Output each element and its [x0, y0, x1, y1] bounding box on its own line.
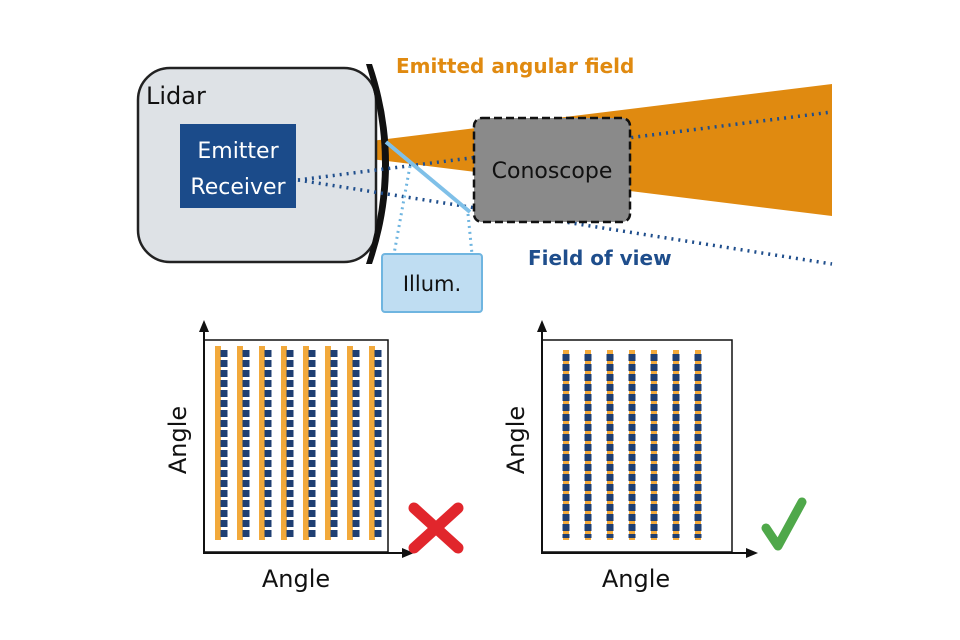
- field-of-view-label: Field of view: [528, 246, 672, 270]
- illum-box: [381, 253, 483, 313]
- illum-line-right: [466, 213, 474, 255]
- right-plot-x-arrow: [746, 548, 758, 558]
- green-check-icon: [761, 497, 807, 551]
- left-plot-columns: [215, 346, 382, 540]
- right-plot-columns: [562, 350, 702, 540]
- right-plot-ylabel: Angle: [502, 406, 530, 474]
- right-plot-y-arrow: [537, 320, 547, 332]
- conoscope-label: Conoscope: [492, 159, 613, 184]
- red-x-icon: [408, 502, 464, 554]
- left-plot-emitted-column: [281, 346, 287, 540]
- left-plot-emitted-column: [237, 346, 243, 540]
- beam-splitter: [384, 140, 472, 214]
- emitter-receiver-box: [180, 124, 296, 208]
- fov-line-upper: [297, 110, 833, 182]
- right-plot-frame: [541, 339, 733, 553]
- conoscope-box: [472, 116, 632, 224]
- left-plot-emitted-column: [259, 346, 265, 540]
- left-plot-emitted-column: [369, 346, 375, 540]
- left-plot-emitted-column: [347, 346, 353, 540]
- left-plot-emitted-column: [303, 346, 309, 540]
- left-plot-y-arrow: [199, 320, 209, 332]
- left-plot: Angle Angle: [164, 320, 414, 593]
- illum-line-left: [392, 165, 412, 255]
- illum-label: Illum.: [403, 272, 461, 296]
- left-plot-ylabel: Angle: [164, 406, 192, 474]
- left-plot-xlabel: Angle: [262, 565, 330, 593]
- receiver-label: Receiver: [190, 175, 286, 200]
- emitted-field-label: Emitted angular field: [396, 54, 634, 78]
- lidar-lens: [366, 64, 389, 264]
- right-plot-xlabel: Angle: [602, 565, 670, 593]
- left-plot-frame: [203, 339, 389, 553]
- lidar-label: Lidar: [146, 82, 206, 110]
- emitter-label: Emitter: [197, 139, 279, 164]
- left-plot-emitted-column: [215, 346, 221, 540]
- right-plot: Angle Angle: [502, 320, 758, 593]
- left-plot-x-arrow: [402, 548, 414, 558]
- left-plot-emitted-column: [325, 346, 331, 540]
